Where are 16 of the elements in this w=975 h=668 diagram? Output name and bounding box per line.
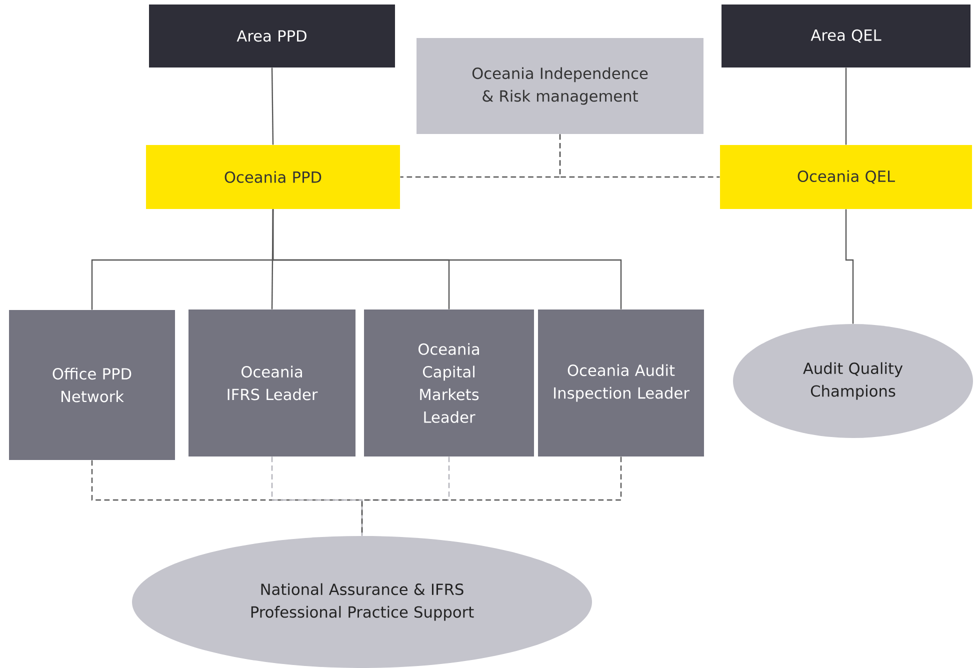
- connector-line: [271, 456, 363, 536]
- connector-line: [271, 68, 274, 145]
- process-box: Oceania PPD: [146, 145, 400, 209]
- connector-line: [845, 209, 854, 324]
- header-box: Area PPD: [149, 4, 395, 68]
- process-box: Oceania Independence & Risk management: [416, 38, 704, 134]
- header-box: Area QEL: [722, 4, 970, 68]
- connector-line: [272, 209, 622, 310]
- connector-line: [559, 134, 720, 178]
- role-box: Oceania Capital Markets Leader: [364, 310, 534, 456]
- role-box: Office PPD Network: [9, 310, 175, 460]
- role-box: Oceania Audit Inspection Leader: [538, 310, 704, 456]
- connector-line: [845, 68, 847, 145]
- role-box: Oceania IFRS Leader: [188, 310, 356, 456]
- connector-line: [361, 456, 450, 536]
- process-box: Oceania QEL: [720, 145, 972, 209]
